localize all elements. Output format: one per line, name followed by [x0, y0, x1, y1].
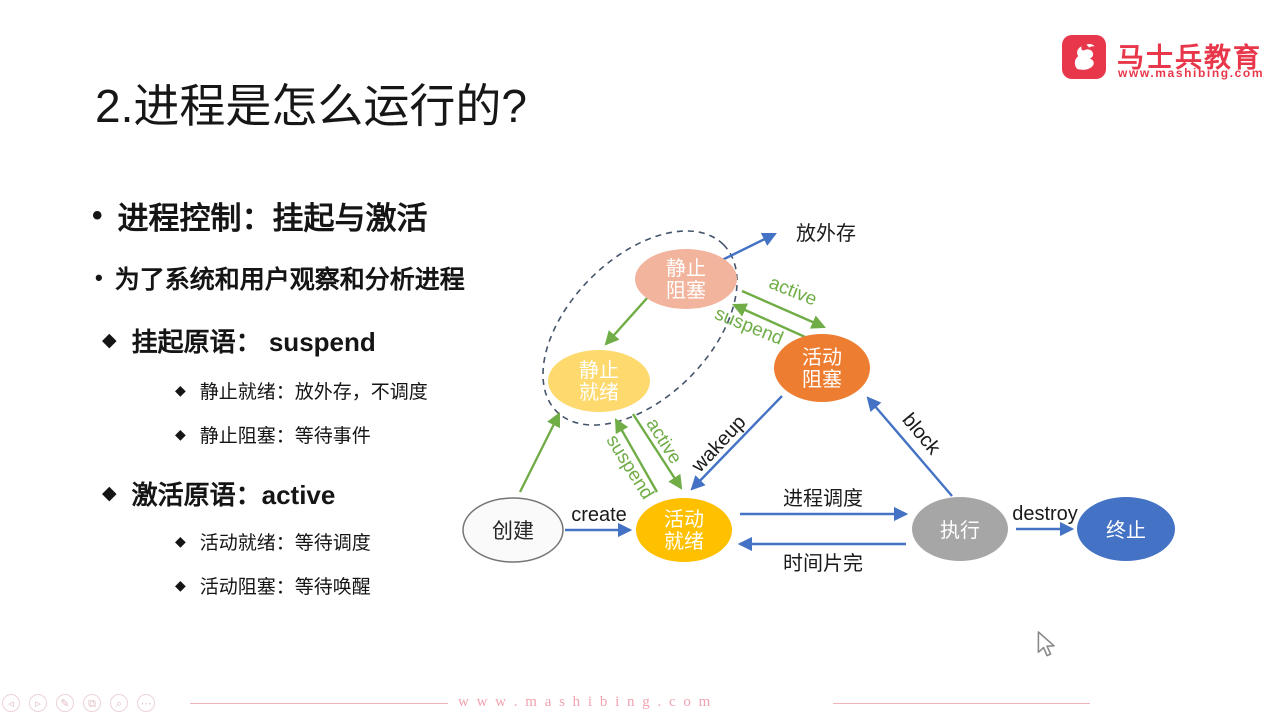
edge-label-create: create: [571, 504, 627, 526]
node-running: [912, 497, 1008, 561]
prev-slide-icon[interactable]: ◃: [2, 694, 20, 712]
node-label: 就绪: [579, 381, 619, 404]
node-active-blocked: [774, 334, 870, 402]
node-label: 就绪: [664, 530, 704, 553]
bullet-text: 活动就绪：等待调度: [199, 533, 371, 554]
bullet-text: 静止就绪：放外存，不调度: [199, 382, 428, 403]
edge-label-external-storage: 放外存: [796, 222, 856, 245]
edge-label-timeslice: 时间片完: [783, 552, 863, 575]
arrow-to-external-storage: [717, 232, 777, 264]
node-label: 终止: [1106, 519, 1146, 542]
bullet-purpose: • 为了系统和用户观察和分析进程: [95, 260, 465, 296]
edge-label-suspend-top: suspend: [712, 303, 786, 349]
edge-label-destroy: destroy: [1012, 503, 1078, 525]
suspended-group-outline: [542, 230, 738, 426]
bullet-text: 激活原语：active: [131, 480, 336, 510]
logo-title: 马士兵教育: [1117, 43, 1262, 73]
presenter-toolbar: ◃ ▹ ✎ ⧉ ⌕ ⋯: [2, 694, 155, 712]
node-label: 执行: [940, 519, 980, 542]
arrow-wakeup: [690, 395, 783, 491]
arrow-active-mid: [631, 413, 683, 490]
bullet-text: 进程控制：挂起与激活: [117, 201, 428, 236]
node-label: 阻塞: [802, 368, 842, 391]
mashibing-logo: [1062, 35, 1106, 79]
node-create: [462, 497, 564, 563]
edge-label-active-mid: active: [642, 415, 686, 468]
node-label: 创建: [492, 520, 534, 543]
watermark-line-left: [190, 703, 448, 704]
pen-tool-icon[interactable]: ✎: [56, 694, 74, 712]
node-static-blocked: [635, 249, 737, 309]
arrow-create-to-static-ready: [518, 412, 561, 493]
mouse-cursor: [1037, 631, 1055, 657]
watermark-text: w w w . m a s h i b i n g . c o m: [458, 694, 713, 710]
edge-label-block: block: [898, 409, 946, 460]
slide-title: 2.进程是怎么运行的?: [95, 80, 527, 132]
node-terminated: [1077, 497, 1175, 561]
edge-label-wakeup: wakeup: [687, 411, 751, 477]
diamond-bullet-icon: ◆: [175, 533, 186, 549]
node-active-ready: [636, 498, 732, 562]
bullet-static-ready: ◆ 静止就绪：放外存，不调度: [175, 377, 428, 404]
next-slide-icon[interactable]: ▹: [29, 694, 47, 712]
arrow-static-blocked-to-static-ready: [604, 296, 649, 346]
horse-icon: [1074, 44, 1095, 70]
node-static-ready: [548, 350, 650, 412]
bullet-text: 为了系统和用户观察和分析进程: [114, 266, 465, 294]
more-options-icon[interactable]: ⋯: [137, 694, 155, 712]
bullet-dot-icon: •: [92, 198, 103, 232]
bullet-process-control: • 进程控制：挂起与激活: [92, 193, 428, 238]
bullet-text: 活动阻塞：等待唤醒: [199, 577, 371, 598]
node-label: 阻塞: [666, 279, 706, 302]
node-label: 活动: [802, 346, 842, 369]
node-label: 静止: [579, 359, 619, 382]
diamond-bullet-icon: ◆: [102, 330, 117, 351]
diamond-bullet-icon: ◆: [102, 483, 117, 504]
logo-url: www.mashibing.com: [1118, 66, 1265, 80]
bullet-active-blocked: ◆ 活动阻塞：等待唤醒: [175, 572, 371, 599]
zoom-tool-icon[interactable]: ⌕: [110, 694, 128, 712]
arrow-block: [866, 396, 953, 497]
watermark-line-right: [833, 703, 1090, 704]
diamond-bullet-icon: ◆: [175, 426, 186, 442]
diamond-bullet-icon: ◆: [175, 382, 186, 398]
bullet-suspend-primitive: ◆ 挂起原语： suspend: [102, 322, 376, 359]
node-label: 静止: [666, 257, 706, 280]
all-slides-icon[interactable]: ⧉: [83, 694, 101, 712]
diamond-bullet-icon: ◆: [175, 577, 186, 593]
process-state-diagram: 静止 阻塞 静止 就绪 活动 阻塞 创建 活动 就绪 执行 终止 放外存 act…: [462, 222, 1175, 575]
edge-label-schedule: 进程调度: [783, 487, 863, 510]
bullet-dot-icon: •: [95, 265, 103, 290]
bullet-active-ready: ◆ 活动就绪：等待调度: [175, 528, 371, 555]
arrow-suspend-top: [732, 303, 815, 343]
bullet-static-blocked: ◆ 静止阻塞：等待事件: [175, 421, 371, 448]
arrow-active-top: [741, 289, 826, 329]
arrow-suspend-mid: [614, 418, 659, 493]
bullet-text: 静止阻塞：等待事件: [199, 426, 371, 447]
node-label: 活动: [664, 508, 704, 531]
bullet-text: 挂起原语： suspend: [131, 327, 376, 357]
bullet-active-primitive: ◆ 激活原语：active: [102, 475, 335, 512]
